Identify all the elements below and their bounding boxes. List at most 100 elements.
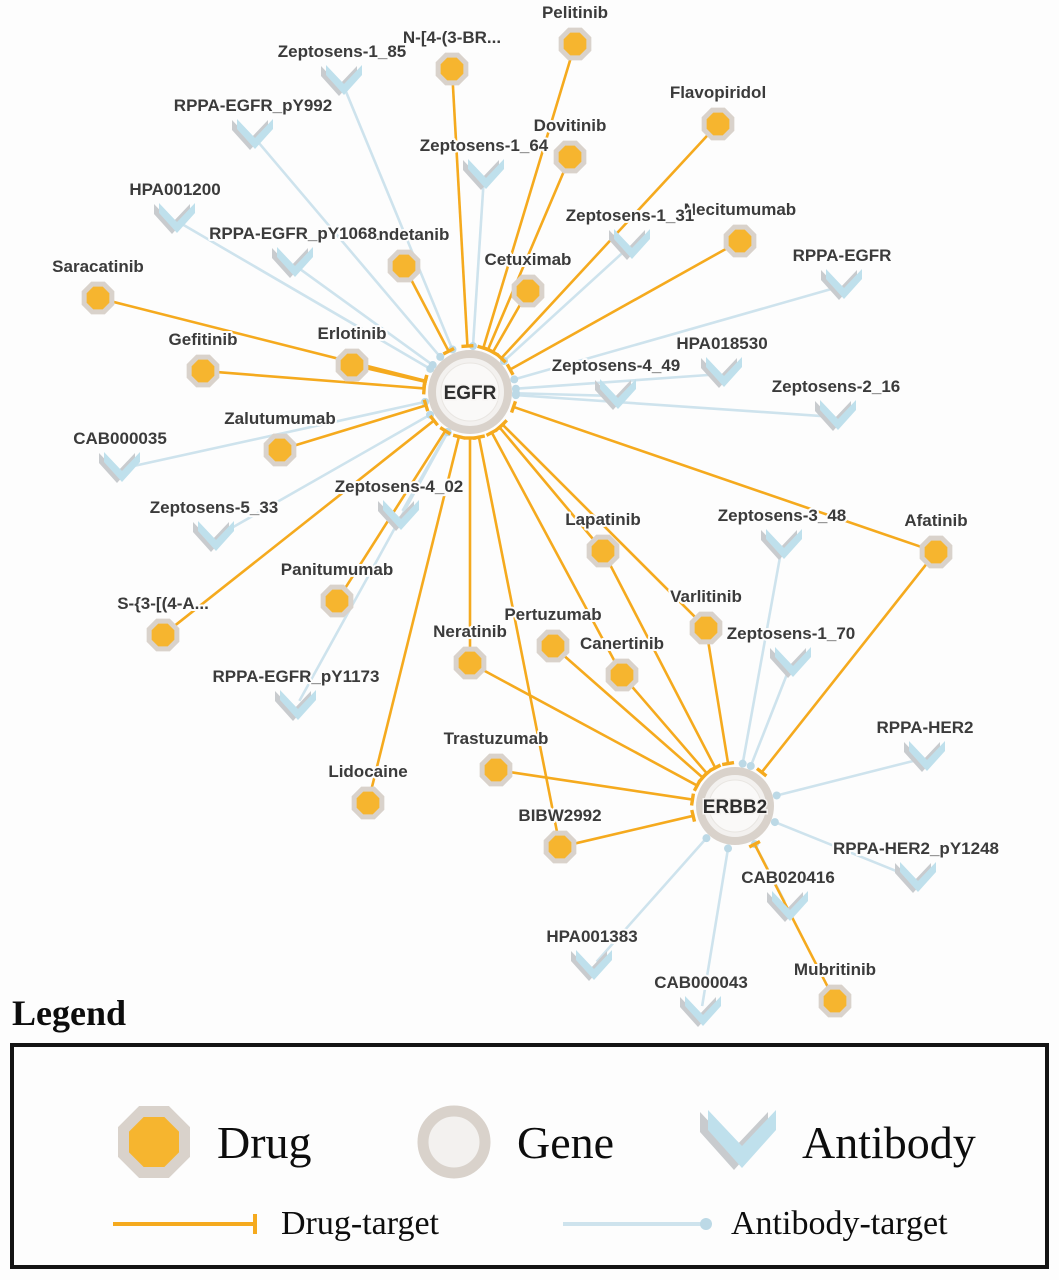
edge-necitumumab-egfr bbox=[505, 246, 729, 376]
antibody-label-zeptosens-5-33: Zeptosens-5_33 bbox=[150, 498, 279, 517]
edge-rppa-egfr-egfr bbox=[510, 286, 836, 384]
edge-vandetanib-egfr bbox=[409, 277, 455, 356]
drug-label-panitumumab: Panitumumab bbox=[281, 560, 393, 579]
antibody-label-rppa-her2: RPPA-HER2 bbox=[877, 718, 974, 737]
legend-item-gene: Gene bbox=[409, 1097, 614, 1187]
antibody-label-cab020416: CAB020416 bbox=[741, 868, 835, 887]
gene-icon bbox=[417, 1105, 491, 1179]
legend-label-drug-target: Drug-target bbox=[281, 1205, 439, 1242]
edge-trastuzumab-erbb2 bbox=[509, 770, 696, 806]
edge-rppa-her2-erbb2 bbox=[772, 758, 919, 800]
node-n4-3br bbox=[435, 52, 469, 86]
node-neratinib bbox=[453, 646, 487, 680]
node-rppa-egfr-py1068 bbox=[272, 247, 313, 278]
node-zalutumumab bbox=[263, 433, 297, 467]
node-rppa-her2-py1248 bbox=[895, 862, 936, 893]
edge-lapatinib-erbb2 bbox=[608, 562, 722, 773]
node-zeptosens-1-31 bbox=[609, 229, 650, 260]
edge-s3-4a-egfr bbox=[173, 414, 439, 628]
antibody-label-rppa-egfr: RPPA-EGFR bbox=[793, 246, 892, 265]
edge-hpa001383-erbb2 bbox=[595, 834, 711, 963]
node-zeptosens-1-64 bbox=[463, 159, 504, 190]
drug-icon bbox=[118, 1106, 190, 1178]
antibody-label-cab000043: CAB000043 bbox=[654, 973, 748, 992]
drug-label-erlotinib: Erlotinib bbox=[318, 324, 387, 343]
edge-canertinib-erbb2 bbox=[630, 684, 713, 779]
node-zeptosens-4-49 bbox=[595, 379, 636, 410]
node-hpa001383 bbox=[571, 950, 612, 981]
legend-edge-drug-target: Drug-target bbox=[109, 1205, 439, 1243]
antibody-label-rppa-egfr-py1173: RPPA-EGFR_pY1173 bbox=[213, 667, 380, 686]
drug-label-mubritinib: Mubritinib bbox=[794, 960, 876, 979]
edge-afatinib-erbb2 bbox=[755, 562, 929, 778]
node-rppa-egfr bbox=[821, 269, 862, 300]
edge-rppa-her2-py1248-erbb2 bbox=[770, 818, 910, 878]
antibody-label-rppa-egfr-py992: RPPA-EGFR_pY992 bbox=[174, 96, 332, 115]
drug-label-afatinib: Afatinib bbox=[904, 511, 967, 530]
drug-label-n4-3br: N-[4-(3-BR... bbox=[403, 28, 501, 47]
legend-title: Legend bbox=[12, 993, 127, 1033]
node-vandetanib bbox=[387, 249, 421, 283]
node-cab020416 bbox=[767, 891, 808, 922]
node-varlitinib bbox=[689, 611, 723, 645]
antibody-label-zeptosens-2-16: Zeptosens-2_16 bbox=[772, 377, 901, 396]
node-saracatinib bbox=[81, 281, 115, 315]
antibody-icon bbox=[700, 1110, 776, 1170]
edge-n4-3br-egfr bbox=[451, 82, 474, 349]
edge-zeptosens-3-48-erbb2 bbox=[738, 552, 783, 768]
edge-flavopiridol-egfr bbox=[495, 133, 710, 364]
edge-zeptosens-2-16-egfr bbox=[511, 391, 830, 418]
node-pertuzumab bbox=[536, 629, 570, 663]
legend-label-antibody-target: Antibody-target bbox=[731, 1205, 948, 1242]
antibody-label-zeptosens-1-85: Zeptosens-1_85 bbox=[278, 42, 407, 61]
edge-saracatinib-egfr bbox=[111, 300, 429, 387]
node-mubritinib bbox=[818, 984, 852, 1018]
antibody-label-zeptosens-3-48: Zeptosens-3_48 bbox=[718, 506, 847, 525]
node-lapatinib bbox=[586, 534, 620, 568]
drug-label-pertuzumab: Pertuzumab bbox=[504, 605, 601, 624]
edge-lidocaine-egfr bbox=[370, 433, 466, 790]
node-lidocaine bbox=[351, 786, 385, 820]
nodes-layer bbox=[81, 27, 953, 1027]
node-flavopiridol bbox=[701, 107, 735, 141]
legend-label-gene: Gene bbox=[517, 1116, 615, 1168]
drug-label-lidocaine: Lidocaine bbox=[328, 762, 407, 781]
node-canertinib bbox=[605, 658, 639, 692]
drug-label-pelitinib: Pelitinib bbox=[542, 3, 608, 22]
legend-edge-antibody-target: Antibody-target bbox=[559, 1205, 948, 1243]
node-cab000035 bbox=[99, 452, 140, 483]
drug-label-flavopiridol: Flavopiridol bbox=[670, 83, 766, 102]
node-erlotinib bbox=[335, 348, 369, 382]
antibody-label-hpa001200: HPA001200 bbox=[129, 180, 220, 199]
drug-label-cetuximab: Cetuximab bbox=[485, 250, 572, 269]
node-egfr bbox=[428, 350, 512, 434]
node-hpa018530 bbox=[701, 357, 742, 388]
node-panitumumab bbox=[320, 584, 354, 618]
edge-rppa-egfr-py992-egfr bbox=[256, 140, 445, 361]
node-rppa-egfr-py1173 bbox=[275, 690, 316, 721]
edge-afatinib-egfr bbox=[509, 400, 924, 549]
edge-rppa-egfr-py1068-egfr bbox=[297, 267, 437, 370]
antibody-label-zeptosens-1-64: Zeptosens-1_64 bbox=[420, 136, 549, 155]
drug-label-zalutumumab: Zalutumumab bbox=[224, 409, 335, 428]
edge-cab000043-erbb2 bbox=[700, 844, 733, 1007]
antibody-target-line-icon bbox=[563, 1218, 712, 1230]
node-zeptosens-1-85 bbox=[321, 65, 362, 96]
edge-hpa018530-egfr bbox=[511, 373, 716, 393]
node-trastuzumab bbox=[479, 753, 513, 787]
edge-canertinib-egfr bbox=[485, 428, 617, 664]
node-zeptosens-3-48 bbox=[761, 529, 802, 560]
node-bibw2992 bbox=[543, 830, 577, 864]
edge-zalutumumab-egfr bbox=[293, 399, 430, 448]
antibody-label-rppa-her2-py1248: RPPA-HER2_pY1248 bbox=[833, 839, 999, 858]
gene-label-egfr: EGFR bbox=[444, 383, 497, 404]
node-zeptosens-1-70 bbox=[770, 647, 811, 678]
edge-panitumumab-egfr bbox=[343, 426, 452, 590]
antibody-label-hpa018530: HPA018530 bbox=[676, 334, 767, 353]
drug-label-vandetanib: Vandetanib bbox=[359, 225, 450, 244]
edge-varlitinib-erbb2 bbox=[706, 641, 735, 767]
drug-label-varlitinib: Varlitinib bbox=[670, 587, 742, 606]
node-gefitinib bbox=[186, 354, 220, 388]
